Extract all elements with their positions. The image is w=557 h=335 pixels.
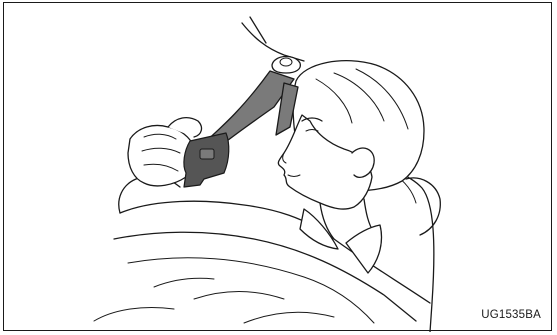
tongue-plate [184,133,229,187]
pillar-trim [242,17,304,61]
belt-anchor [272,56,300,73]
seat-belt-illustration [4,3,553,332]
person-body [94,201,430,323]
headrest [406,178,440,235]
person-head [278,61,424,239]
figure-code: UG1535BA [481,309,541,321]
figure-frame: UG1535BA [3,2,552,331]
